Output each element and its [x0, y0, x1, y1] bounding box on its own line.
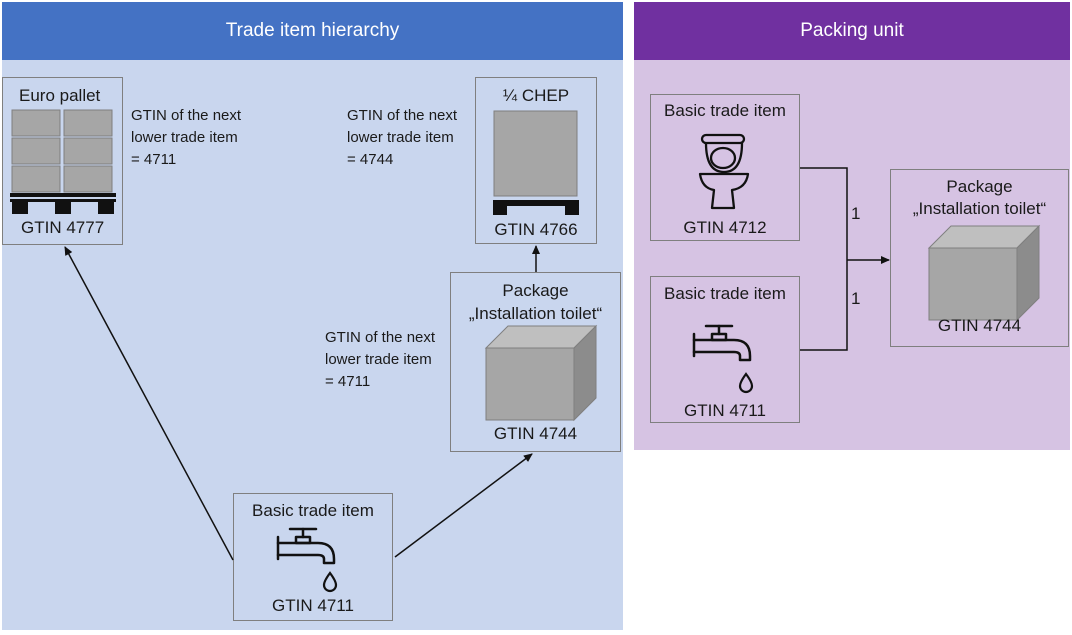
basic-trade-item-gtin: GTIN 4711	[272, 596, 354, 615]
package-right-subtitle: „Installation toilet“	[912, 199, 1047, 218]
chep-title: ¼ CHEP	[502, 86, 570, 105]
pallet-icon	[10, 109, 116, 214]
trade-item-hierarchy-title: Trade item hierarchy	[225, 20, 400, 41]
euro-pallet-title: Euro pallet	[19, 86, 101, 105]
faucet-icon	[276, 527, 338, 593]
package-note-line: lower trade item	[325, 351, 432, 368]
packing-unit-header: Packing unit	[634, 2, 1070, 60]
trade-item-hierarchy-panel	[2, 2, 623, 630]
chep-note-line: GTIN of the next	[347, 107, 458, 124]
package-right-gtin: GTIN 4744	[937, 316, 1022, 335]
chep-gtin: GTIN 4766	[494, 220, 578, 239]
package-box	[450, 272, 621, 452]
chep-note-line: = 4744	[347, 151, 394, 168]
package-note-line: = 4711	[325, 373, 371, 390]
chep-box	[475, 77, 597, 244]
package-right-box	[890, 169, 1069, 347]
chep-pallet-icon	[493, 110, 579, 215]
basic-toilet-gtin: GTIN 4712	[683, 218, 767, 237]
package-note-line: GTIN of the next	[325, 329, 436, 346]
trade-item-hierarchy-header: Trade item hierarchy	[2, 2, 623, 60]
euro-pallet-box	[2, 77, 123, 245]
euro-pallet-note: GTIN of the next lower trade item = 4711	[131, 105, 241, 171]
arrow-basic-to-euro-pallet	[64, 246, 234, 561]
package-right-title: Package	[946, 177, 1013, 196]
box-icon	[927, 224, 1041, 322]
quantity-label-2: 1	[851, 289, 861, 308]
box-icon	[484, 324, 598, 422]
basic-tap-title: Basic trade item	[664, 284, 786, 303]
arrow-basic-to-package	[394, 453, 533, 558]
package-note: GTIN of the next lower trade item = 4711	[325, 327, 435, 393]
packing-unit-title: Packing unit	[800, 20, 904, 41]
euro-note-line: lower trade item	[131, 129, 238, 146]
euro-pallet-gtin: GTIN 4777	[21, 218, 105, 237]
basic-toilet-title: Basic trade item	[664, 101, 786, 120]
package-subtitle: „Installation toilet“	[468, 304, 603, 323]
basic-trade-item-title: Basic trade item	[252, 501, 374, 520]
package-gtin: GTIN 4744	[493, 424, 578, 443]
basic-toilet-box	[650, 94, 800, 241]
faucet-icon	[692, 324, 754, 394]
chep-note-line: lower trade item	[347, 129, 454, 146]
euro-note-line: = 4711	[131, 151, 177, 168]
connector-toilet	[800, 167, 848, 351]
euro-note-line: GTIN of the next	[131, 107, 242, 124]
quantity-label-1: 1	[851, 204, 861, 223]
basic-trade-item-box	[233, 493, 393, 621]
package-title: Package	[502, 281, 569, 300]
chep-note: GTIN of the next lower trade item = 4744	[347, 105, 457, 171]
basic-tap-box	[650, 276, 800, 423]
toilet-icon	[698, 133, 750, 210]
basic-tap-gtin: GTIN 4711	[684, 401, 766, 420]
